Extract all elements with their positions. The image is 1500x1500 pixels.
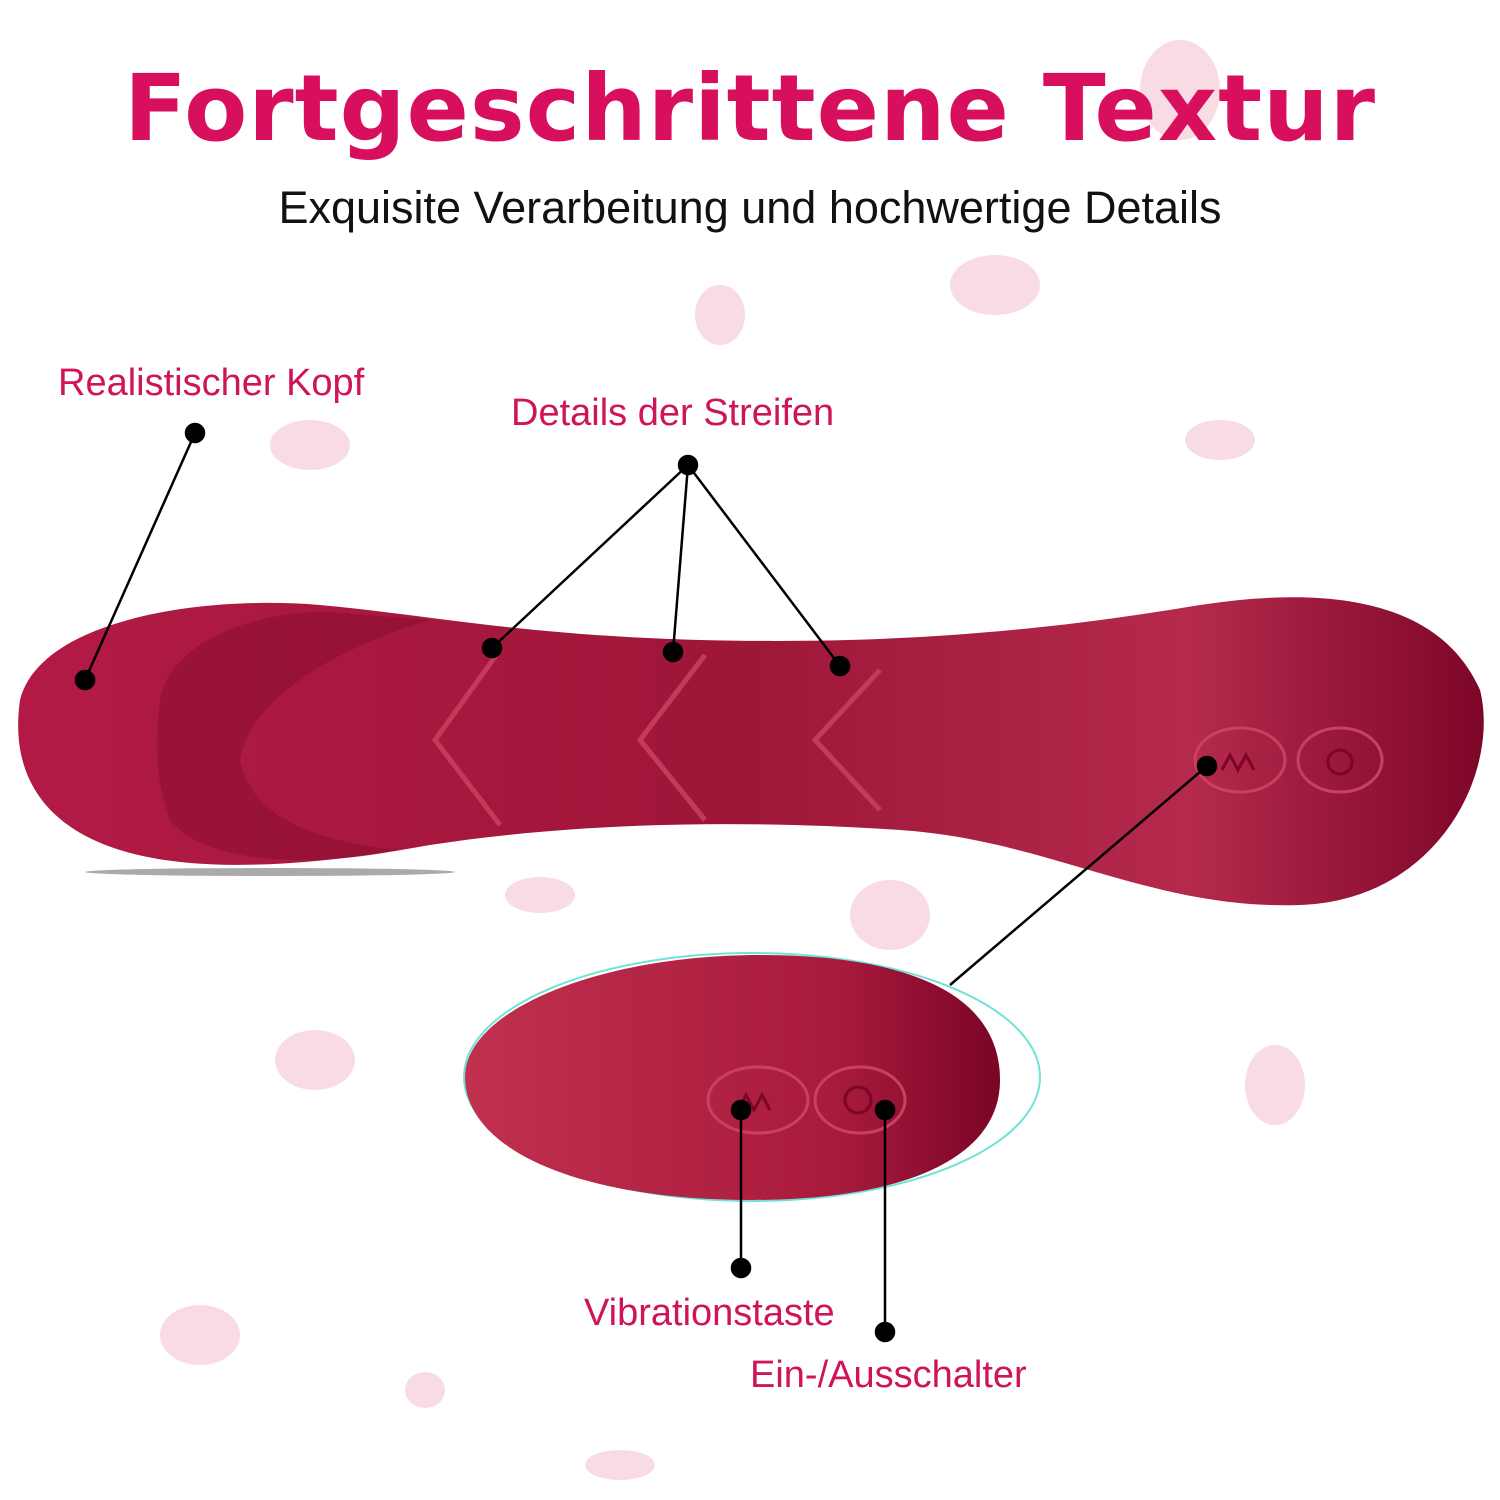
petal (1245, 1045, 1305, 1125)
callout-stripes: Details der Streifen (511, 392, 835, 434)
inset-control-buttons (706, 1065, 907, 1135)
page-title: Fortgeschrittene Textur (123, 55, 1377, 162)
head-ridge (157, 611, 430, 860)
product-body (18, 597, 1484, 906)
petal (270, 420, 350, 470)
leader-lines (74, 422, 1218, 1343)
power-icon (843, 1085, 873, 1115)
shadow (85, 868, 455, 876)
callout-head: Realistischer Kopf (58, 362, 365, 404)
callout-vibration-button: Vibrationstaste (584, 1292, 835, 1334)
petal (950, 255, 1040, 315)
zoom-inset (465, 955, 1000, 1200)
stripes (431, 648, 882, 827)
stripe (811, 668, 882, 812)
stripe (431, 648, 503, 827)
callout-power-button: Ein-/Ausschalter (750, 1354, 1027, 1396)
power-icon (1326, 748, 1354, 776)
control-buttons[interactable] (1193, 726, 1384, 794)
petal (275, 1030, 355, 1090)
petal (160, 1305, 240, 1365)
page-subtitle: Exquisite Verarbeitung und hochwertige D… (278, 182, 1222, 233)
petal (1140, 40, 1220, 140)
petal (405, 1372, 445, 1408)
stripe (636, 653, 707, 822)
petal (505, 877, 575, 913)
petals (160, 40, 1305, 1480)
vibration-icon (1220, 751, 1256, 774)
petal (850, 880, 930, 950)
vibration-icon (736, 1091, 772, 1114)
petal (585, 1450, 655, 1480)
petal (1185, 420, 1255, 460)
petal (695, 285, 745, 345)
zoom-outline (463, 952, 1041, 1202)
